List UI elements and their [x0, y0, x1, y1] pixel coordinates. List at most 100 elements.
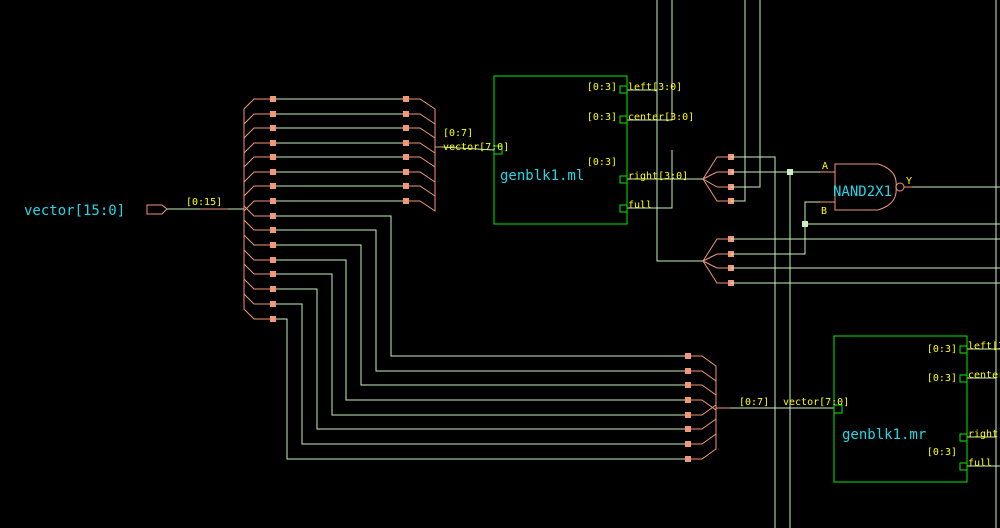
port-overlay: [0:3] [927, 447, 957, 458]
bus-tap [270, 301, 276, 307]
net-wire [406, 146, 442, 168]
bus-tap [270, 257, 276, 263]
pin-y: Y [906, 176, 912, 187]
bus-tap [403, 140, 409, 146]
net-wire [273, 259, 688, 401]
net-wire [702, 156, 731, 180]
bus-tap [270, 111, 276, 117]
net-wire [243, 185, 273, 209]
net-wire [702, 171, 731, 180]
bus-tap [270, 286, 276, 292]
net-wire [243, 209, 273, 246]
bus-tap [403, 183, 409, 189]
net-wire [702, 178, 731, 188]
net-wire [406, 146, 442, 212]
block-genblk1-mr[interactable]: genblk1.mr vector[7:0] [0:7] left[3:0] [… [739, 335, 1000, 483]
bus-tap [270, 242, 276, 248]
net-wire [273, 303, 688, 445]
bus-tap [403, 96, 409, 102]
port-label: full [628, 200, 652, 211]
bus-tap [403, 154, 409, 160]
net-wire [273, 273, 688, 416]
bus-tap [685, 368, 691, 374]
block-name: genblk1.ml [500, 168, 584, 184]
net-wire [731, 0, 746, 202]
bus-tap [270, 169, 276, 175]
net-wire [656, 0, 703, 262]
pin-b: B [821, 206, 827, 217]
net-wire [243, 209, 273, 261]
port-overlay: [0:3] [587, 112, 617, 123]
net-wire [702, 178, 731, 202]
net-wire [243, 98, 273, 209]
net-wire [731, 0, 761, 188]
port-label: center[3:0] [628, 112, 694, 123]
port-overlay: [0:3] [587, 82, 617, 93]
bus-tap [802, 221, 808, 227]
bus-tap [403, 198, 409, 204]
port-overlay: [0:3] [927, 373, 957, 384]
bus-tap [685, 441, 691, 447]
net-wire [702, 253, 731, 262]
net-wire [731, 156, 776, 528]
net-wire [731, 201, 820, 255]
nets [167, 0, 1000, 528]
net-wire [688, 407, 730, 430]
net-wire [243, 200, 273, 213]
net-wire [406, 146, 442, 183]
net-wire [243, 142, 273, 209]
port-overlay: [0:3] [927, 344, 957, 355]
bus-tap [270, 125, 276, 131]
bus-tap [685, 456, 691, 462]
net-wire [243, 209, 273, 275]
port-label: left[3:0] [628, 82, 682, 93]
port-label: left[3:0] [968, 341, 1000, 352]
bus-label: [0:7] [739, 397, 769, 408]
port-overlay: [0:3] [587, 157, 617, 168]
net-wire [406, 142, 442, 154]
net-wire [273, 318, 688, 460]
bus-tap [270, 213, 276, 219]
bus-tap [685, 382, 691, 388]
net-wire [688, 407, 730, 460]
block-genblk1-ml[interactable]: genblk1.ml vector[7:0] [0:7] left[3:0] [… [443, 75, 694, 225]
gate-nand2x1[interactable]: NAND2X1 A B Y [820, 161, 912, 217]
bus-label: [0:15] [186, 197, 222, 208]
bus-tap [685, 353, 691, 359]
net-wire [243, 209, 273, 290]
block-name: genblk1.mr [842, 427, 926, 443]
bus-tap [270, 183, 276, 189]
port-label: vector[7:0] [443, 142, 509, 153]
net-wire [688, 404, 730, 416]
port-label: vector[7:0] [783, 397, 849, 408]
bus-tap [270, 227, 276, 233]
bus-tap [685, 397, 691, 403]
pin-a: A [822, 161, 828, 172]
net-wire [406, 127, 442, 148]
bus-tap [270, 154, 276, 160]
net-wire [243, 209, 273, 305]
net-wire [273, 215, 688, 357]
net-wire [243, 209, 273, 320]
net-wire [273, 288, 688, 430]
bus-tap [403, 125, 409, 131]
input-port-label: vector[15:0] [24, 203, 125, 219]
net-wire [273, 244, 688, 386]
port-label: right[3:0] [628, 171, 688, 182]
net-wire [406, 98, 442, 148]
bus-tap [270, 316, 276, 322]
bus-tap [270, 96, 276, 102]
bus-tap [403, 169, 409, 175]
port-overlay: [0:7] [443, 128, 473, 139]
net-wire [627, 0, 673, 121]
gate-name: NAND2X1 [833, 184, 892, 200]
net-wire [243, 127, 273, 209]
net-wire [688, 407, 730, 445]
input-port-vector[interactable] [146, 204, 168, 215]
port-label: center[3:0] [968, 370, 1000, 381]
net-wire [273, 229, 688, 372]
port-label: full [968, 458, 992, 469]
net-wire [702, 260, 731, 269]
net-wire [243, 204, 273, 217]
